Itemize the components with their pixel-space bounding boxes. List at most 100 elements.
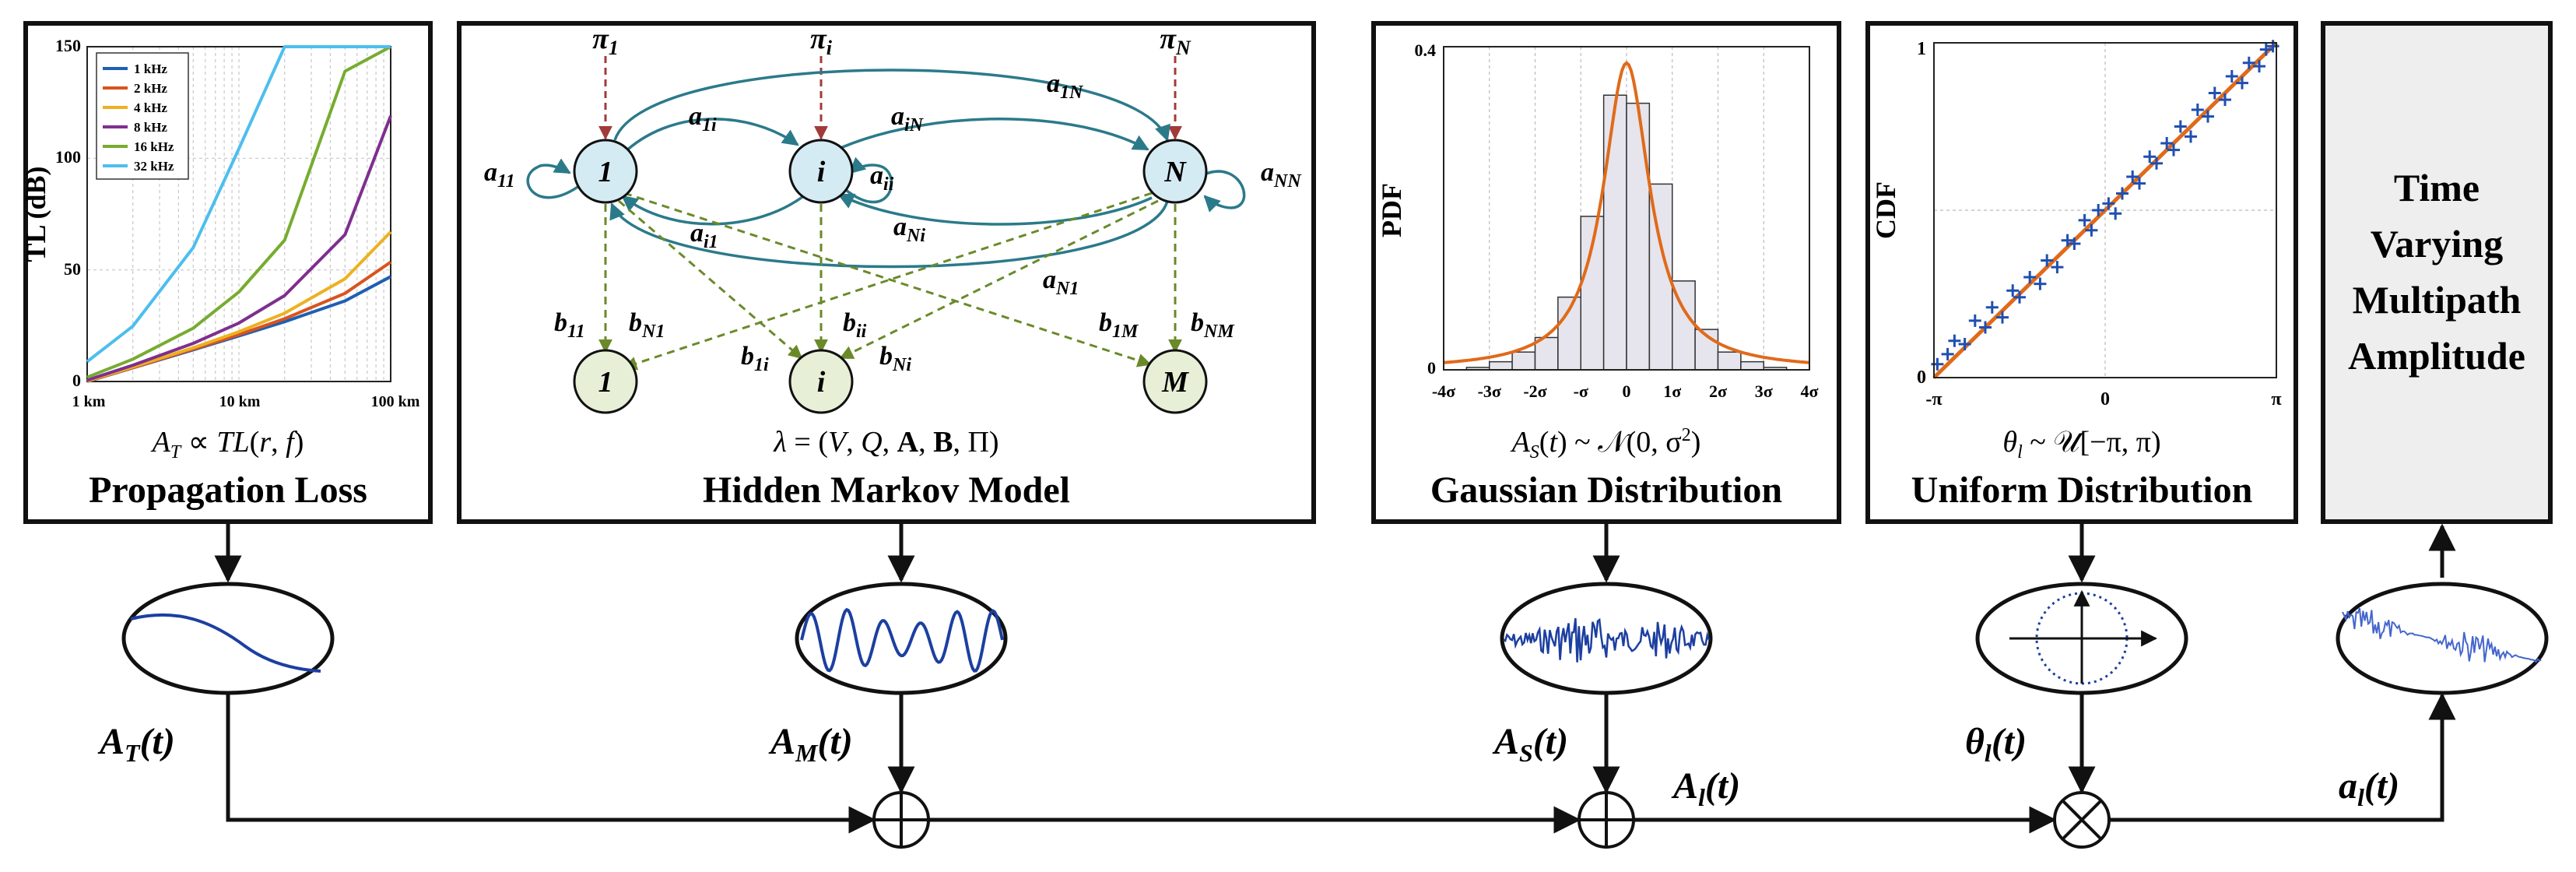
out-label: al(t) bbox=[2339, 765, 2399, 811]
xtick-label: 1σ bbox=[1663, 382, 1681, 401]
b-sub: 11 bbox=[567, 322, 585, 342]
hidden-states: 1 i N bbox=[573, 139, 1208, 204]
ytick-label: 100 bbox=[55, 147, 81, 167]
observation-label: i bbox=[817, 366, 826, 399]
eq-part: B bbox=[933, 426, 953, 459]
sample-marker bbox=[2109, 207, 2122, 220]
gaussian-fit-curve bbox=[1443, 61, 1810, 364]
sample-marker bbox=[2085, 223, 2098, 237]
eq-part: = ( bbox=[787, 426, 828, 459]
sample-marker bbox=[2259, 43, 2272, 56]
sample-marker bbox=[2253, 60, 2265, 73]
initial-labels: π1 πi πN bbox=[592, 23, 1191, 59]
legend-label: 32 kHz bbox=[134, 159, 174, 174]
propagation-loss-panel: TL (dB) 150 100 50 0 1 km 10 km 100 km 1… bbox=[20, 21, 433, 524]
sample-marker bbox=[2078, 213, 2091, 227]
label-sub: M bbox=[795, 739, 819, 767]
label-sub: l bbox=[2357, 783, 2364, 811]
a-sub: Ni bbox=[906, 226, 925, 246]
am-ellipse bbox=[795, 582, 1008, 695]
eq-part: , Π) bbox=[953, 426, 998, 459]
eq-part: , bbox=[883, 426, 897, 459]
label-part: (t) bbox=[1705, 765, 1740, 807]
sample-marker bbox=[2116, 187, 2129, 200]
pi-sub: 1 bbox=[609, 37, 619, 59]
ytick-label: 50 bbox=[64, 259, 81, 279]
sample-marker bbox=[2242, 56, 2255, 69]
label-sub: l bbox=[1698, 783, 1705, 811]
xtick-label: 100 km bbox=[371, 393, 420, 410]
xtick-label: -σ bbox=[1574, 382, 1588, 401]
eq-sub: S bbox=[1530, 442, 1539, 462]
ytick-label: 0 bbox=[72, 371, 81, 390]
uniform-panel-frame bbox=[1865, 21, 2298, 524]
sample-marker bbox=[2185, 130, 2197, 143]
histogram-bar bbox=[1489, 360, 1513, 371]
legend-label: 16 kHz bbox=[134, 139, 174, 154]
b-sub: N1 bbox=[641, 322, 665, 342]
at-label: AT(t) bbox=[97, 721, 175, 767]
sum-node-1 bbox=[872, 791, 930, 849]
sample-marker bbox=[2051, 261, 2064, 274]
propagation-axes bbox=[86, 46, 391, 382]
b-sub: 1i bbox=[754, 355, 769, 375]
label-part: (t) bbox=[1992, 721, 2027, 762]
hidden-state-node bbox=[1142, 139, 1208, 204]
xtick-label: -π bbox=[1925, 389, 1942, 410]
eq-sub: T bbox=[170, 442, 182, 462]
sample-marker bbox=[1985, 301, 1999, 314]
aNi-arrow bbox=[837, 193, 1153, 226]
aN1-arrow bbox=[609, 200, 1169, 269]
mult-to-output bbox=[2110, 692, 2456, 822]
label-part: (t) bbox=[817, 721, 852, 762]
sample-marker bbox=[1941, 347, 1954, 360]
gaussian-equation: AS(t) ~ 𝒩(0, σ2) bbox=[1510, 425, 1701, 462]
label-sub: S bbox=[1519, 739, 1533, 767]
observation-states: 1 i M bbox=[573, 349, 1208, 414]
multiply-node bbox=[2053, 791, 2111, 849]
b-sub: NM bbox=[1203, 322, 1235, 342]
ytick-label: 0 bbox=[1917, 367, 1926, 388]
series-line bbox=[86, 230, 392, 383]
eq-part: A bbox=[897, 426, 919, 459]
b-sub: 1M bbox=[1112, 322, 1139, 342]
output-line: Time bbox=[2394, 166, 2479, 209]
xtick-label: 4σ bbox=[1801, 382, 1819, 401]
sample-marker bbox=[2068, 237, 2081, 250]
propagation-curves bbox=[86, 45, 392, 383]
eq-part: , bbox=[918, 426, 933, 459]
uniform-equation: θl ~ 𝒰[−π, π) bbox=[2002, 426, 2160, 462]
ai1-arrow bbox=[621, 193, 807, 226]
series-line bbox=[86, 115, 392, 382]
histogram-bar bbox=[1511, 351, 1536, 371]
as-waveform bbox=[1503, 617, 1711, 663]
sample-marker bbox=[2202, 110, 2214, 123]
sum-node-2 bbox=[1578, 791, 1635, 849]
sample-marker bbox=[2034, 277, 2047, 290]
legend-box bbox=[96, 52, 189, 180]
a-sub: NN bbox=[1273, 171, 1302, 192]
aiN-arrow bbox=[840, 118, 1149, 151]
output-line: Amplitude bbox=[2348, 334, 2525, 378]
pi-symbol: π bbox=[810, 23, 827, 55]
histogram-bar bbox=[1717, 351, 1742, 371]
sample-marker bbox=[2006, 284, 2020, 297]
hidden-state-label: N bbox=[1163, 156, 1187, 188]
ytick-label: 0.4 bbox=[1415, 40, 1437, 60]
sample-marker bbox=[2041, 254, 2054, 267]
pi-sub: N bbox=[1175, 37, 1191, 59]
sample-marker bbox=[2023, 271, 2037, 283]
am-waveform bbox=[800, 607, 1004, 673]
xtick-label: 10 km bbox=[219, 393, 261, 410]
eq-part: , bbox=[271, 426, 286, 459]
label-part: (t) bbox=[140, 721, 175, 762]
propagation-xticks: 1 km 10 km 100 km bbox=[72, 393, 420, 410]
sample-marker bbox=[2219, 93, 2231, 107]
a1N-arrow bbox=[613, 69, 1170, 142]
signal-flow bbox=[214, 523, 2456, 834]
eq-part: ) ~ 𝒩(0, σ bbox=[1557, 426, 1682, 459]
b-sub: ii bbox=[856, 322, 867, 342]
eq-sup: 2 bbox=[1682, 425, 1691, 445]
sample-marker bbox=[2160, 137, 2174, 149]
